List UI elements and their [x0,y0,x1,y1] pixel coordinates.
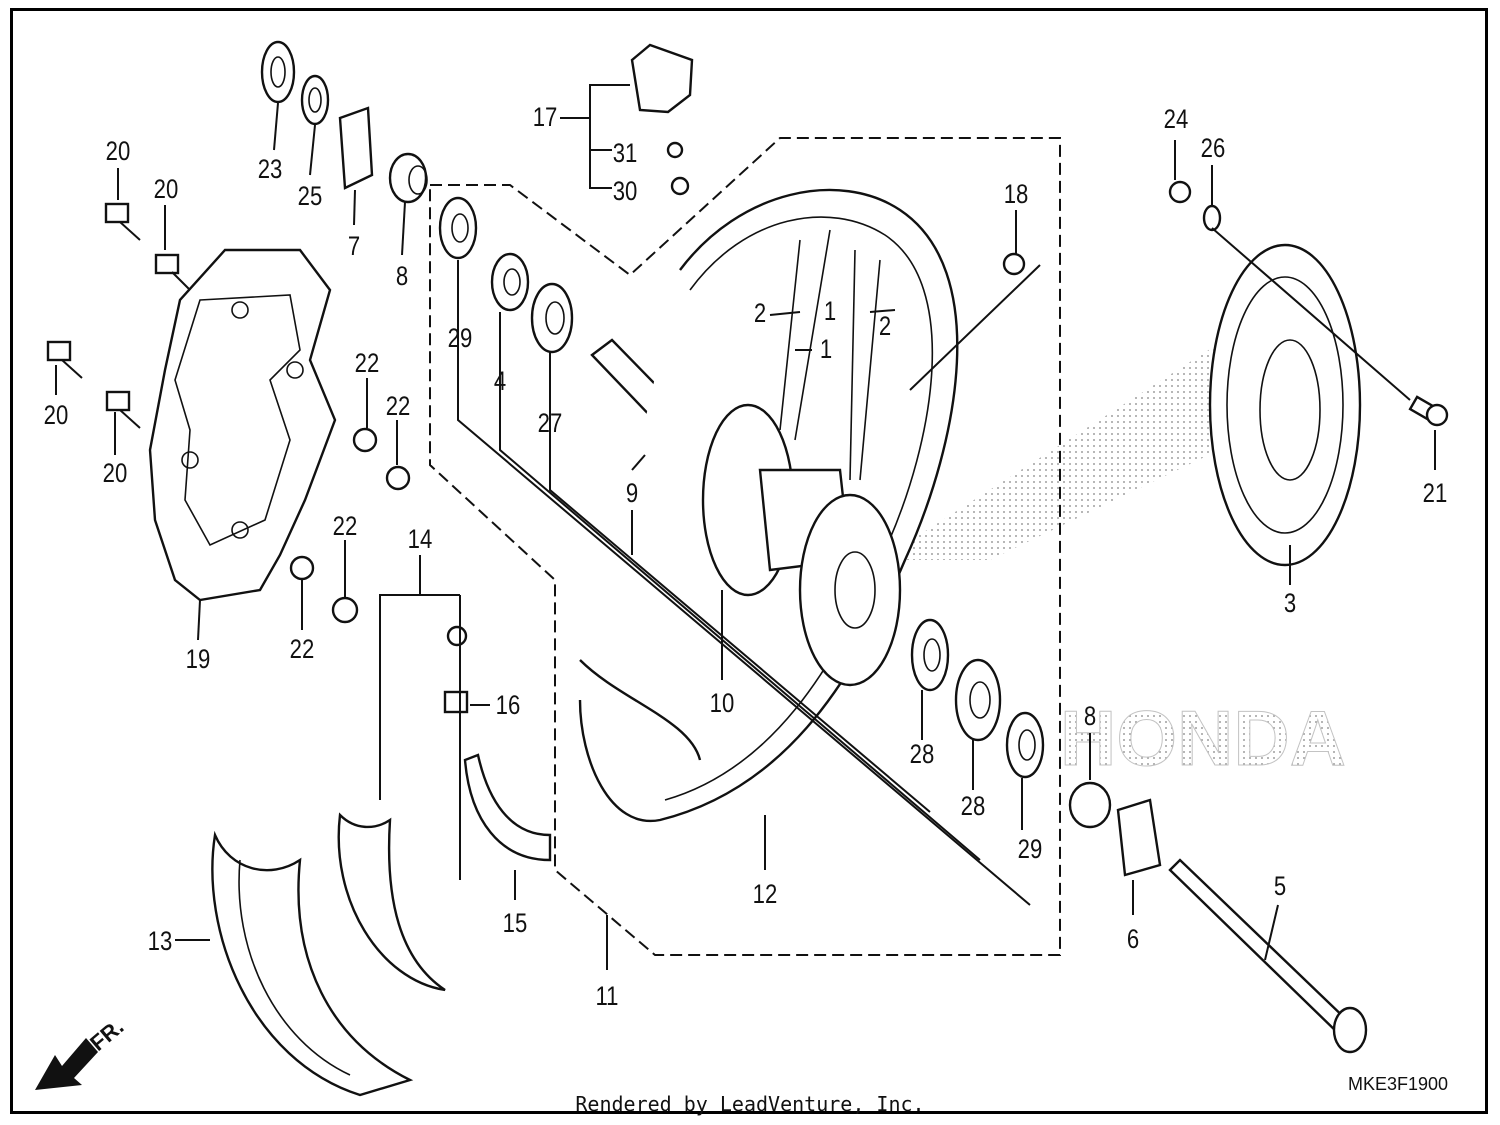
valve-nut [446,625,468,647]
callout-31: 31 [613,139,638,169]
footer-credit: Rendered by LeadVenture, Inc. [575,1092,925,1116]
callout-20: 20 [106,137,131,167]
callout-8: 8 [1084,702,1096,732]
callout-26: 26 [1201,134,1226,164]
assembly-dashed-outline [429,137,1061,956]
callout-3: 3 [1284,589,1296,619]
seal-23 [260,40,296,104]
callout-16: 16 [496,691,521,721]
tube-14 [337,812,446,992]
front-direction-arrow-icon: FR. [35,1014,128,1090]
collar-8b [1068,781,1112,829]
bearing-28a [910,618,950,692]
callout-22: 22 [386,392,411,422]
callout-17: 17 [533,103,558,133]
callout-18: 18 [1004,180,1029,210]
callout-22: 22 [355,349,380,379]
adjuster-6 [1116,798,1162,877]
callout-25: 25 [298,182,323,212]
valve-16 [443,690,469,714]
callout-9: 9 [626,479,638,509]
tire-13 [211,830,414,1097]
callout-22: 22 [333,512,358,542]
callout-10: 10 [710,689,735,719]
callout-29: 29 [448,324,473,354]
sprocket-3 [1208,243,1362,567]
callout-19: 19 [186,645,211,675]
disc-nut [331,596,359,624]
callout-28: 28 [961,792,986,822]
callout-28: 28 [910,740,935,770]
sprocket-nut-24 [1168,180,1192,204]
disc-nut [385,465,411,491]
callout-20: 20 [44,401,69,431]
disc-nut [289,555,315,581]
callout-8: 8 [396,262,408,292]
seal-29b [1005,711,1045,779]
callout-29: 29 [1018,835,1043,865]
svg-text:HONDA: HONDA [1060,694,1346,782]
diagram-code: MKE3F1900 [1348,1074,1449,1094]
bearing-27 [530,282,574,354]
callout-1: 1 [824,297,836,327]
seal-29 [438,196,478,260]
bearing-28b [954,658,1002,742]
callout-2: 2 [754,299,766,329]
callout-1: 1 [820,335,832,365]
sprocket-bolt-21 [1408,395,1449,427]
spokes [779,229,881,481]
disc-bolt [104,202,141,241]
callout-30: 30 [613,177,638,207]
nut-30 [670,176,690,196]
callout-23: 23 [258,155,283,185]
wheel-hub [701,403,902,687]
washer-26 [1202,204,1222,232]
callout-12: 12 [753,880,778,910]
disc-bolt [154,253,191,291]
callout-27: 27 [538,409,563,439]
rim-band-15 [463,753,552,862]
callout-22: 22 [290,635,315,665]
seal-25 [300,74,330,126]
callout-2: 2 [879,312,891,342]
brake-caliper-17 [630,43,694,114]
retainer-4 [490,252,530,312]
disc-bolt [105,390,141,429]
callout-4: 4 [494,367,506,397]
leader-lines [55,84,1436,970]
callout-5: 5 [1274,872,1286,902]
callout-15: 15 [503,909,528,939]
callout-11: 11 [596,982,619,1012]
honda-watermark: HONDA [880,330,1347,783]
callout-13: 13 [148,927,173,957]
disc-nut [352,427,378,453]
collar-8 [388,152,428,204]
callout-7: 7 [348,232,360,262]
callout-20: 20 [154,175,179,205]
callout-24: 24 [1164,105,1189,135]
chain-adjuster-7 [338,106,374,190]
callout-20: 20 [103,459,128,489]
brake-disc [148,248,337,602]
callout-14: 14 [408,525,433,555]
callout-labels: 1 1 2 2 3 4 5 6 7 8 8 9 10 11 12 13 14 1… [44,103,1448,1012]
disc-bolt [46,340,83,379]
axle-5 [1168,858,1368,1054]
callout-21: 21 [1423,479,1448,509]
nut-31 [666,141,684,159]
callout-6: 6 [1127,925,1139,955]
nut-18 [1002,252,1026,276]
